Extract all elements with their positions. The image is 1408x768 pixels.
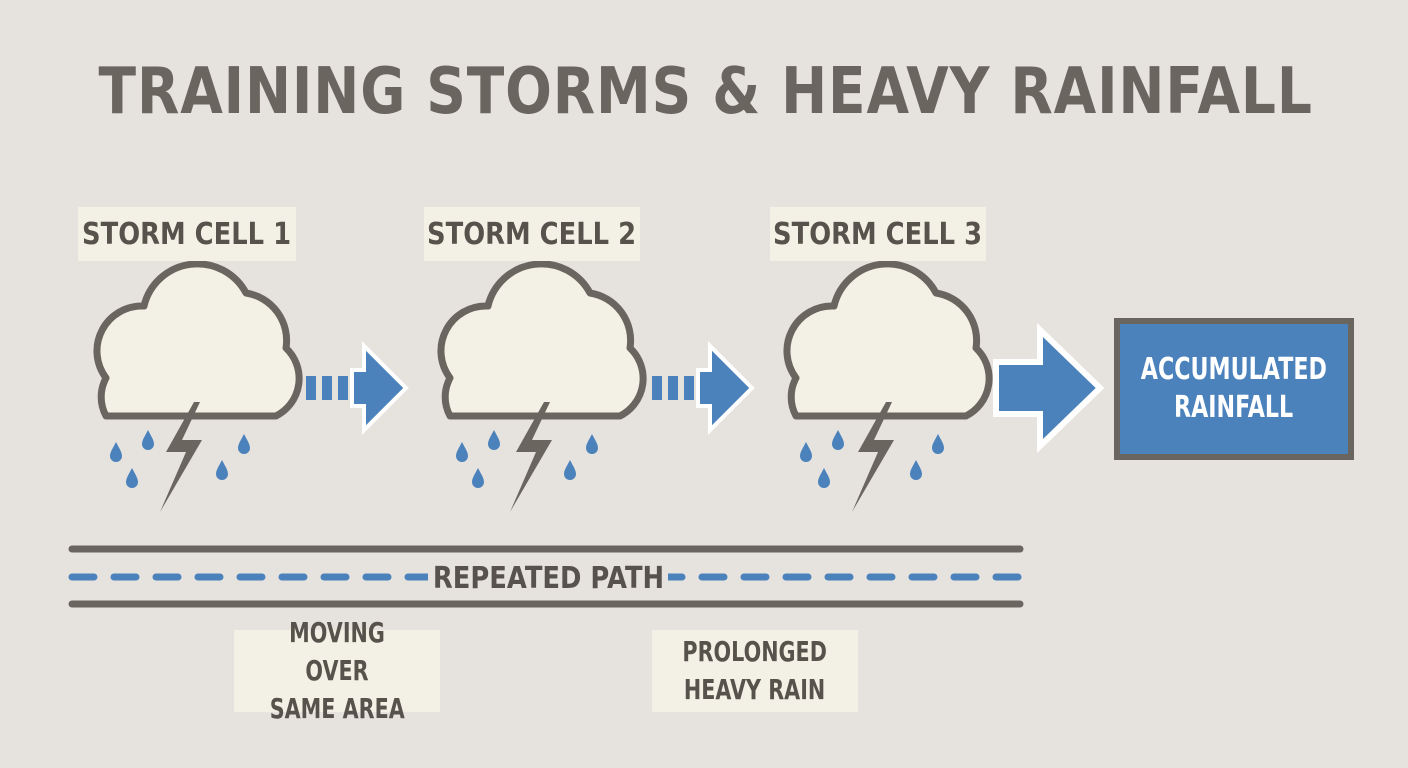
flow-arrow-2-icon — [652, 341, 755, 435]
storm-cloud-3-icon — [787, 264, 989, 416]
diagram-title: TRAINING STORMS & HEAVY RAINFALL — [98, 55, 1313, 129]
storm-cell-3-label: STORM CELL 3 — [770, 207, 986, 261]
note-1-line-2: SAME AREA — [269, 692, 405, 725]
storm-cell-1-label: STORM CELL 1 — [78, 207, 296, 261]
flow-arrow-3-icon — [993, 322, 1105, 454]
storm-cloud-2-icon — [441, 264, 643, 416]
storm-cloud-1-icon — [97, 264, 299, 416]
note-1-line-1: MOVING OVER — [289, 616, 385, 687]
storm-cell-3-label-text: STORM CELL 3 — [773, 216, 983, 252]
repeated-path-label: REPEATED PATH — [428, 558, 668, 598]
note-prolonged-rain: PROLONGED HEAVY RAIN — [652, 630, 858, 712]
accumulated-rainfall-box: ACCUMULATED RAINFALL — [1114, 318, 1354, 460]
note-moving-over: MOVING OVER SAME AREA — [234, 616, 440, 725]
result-line-2: RAINFALL — [1174, 390, 1294, 425]
repeated-path-label-text: REPEATED PATH — [432, 560, 664, 596]
note-2-line-2: HEAVY RAIN — [684, 673, 826, 706]
result-line-1: ACCUMULATED — [1140, 352, 1328, 387]
flow-arrow-1-icon — [306, 341, 409, 435]
storm-cell-2-label: STORM CELL 2 — [424, 207, 640, 261]
storm-cell-2-label-text: STORM CELL 2 — [427, 216, 637, 252]
storm-cell-1-label-text: STORM CELL 1 — [82, 216, 292, 252]
note-2-line-1: PROLONGED — [682, 635, 828, 668]
